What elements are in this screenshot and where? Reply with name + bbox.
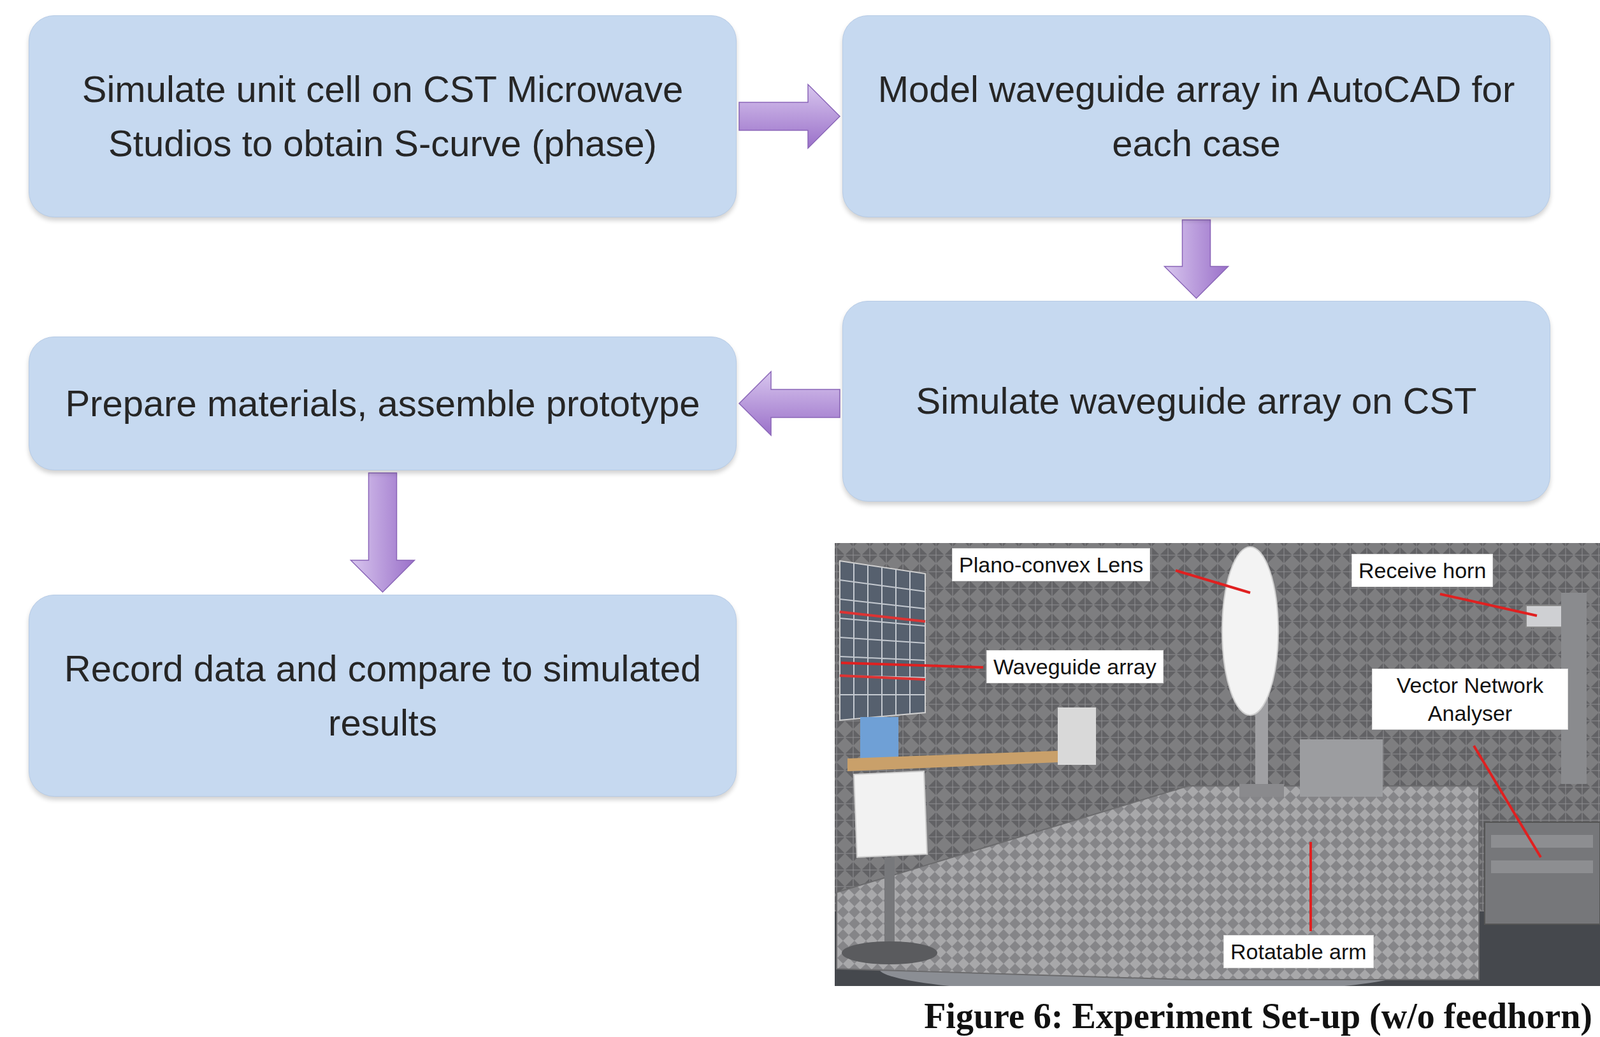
leader-line: [841, 662, 984, 668]
leader-line: [1175, 570, 1251, 593]
receive-horn: [1526, 605, 1565, 628]
waveguide-array: [839, 560, 926, 721]
photo-label: Vector Network Analyser: [1371, 668, 1569, 730]
process-box: Simulate unit cell on CST Microwave Stud…: [28, 15, 737, 218]
leader-line: [1473, 745, 1541, 858]
lens-stand-foot: [1239, 783, 1284, 797]
block-arrow: [1164, 219, 1229, 299]
leader-line: [1309, 841, 1312, 931]
foam-block: [1057, 707, 1096, 765]
process-box: Record data and compare to simulated res…: [28, 594, 737, 797]
chamber-wall: [834, 542, 1600, 986]
photo-label: Receive horn: [1351, 553, 1493, 587]
rail-block: [1299, 739, 1383, 797]
pedestal-base: [841, 941, 938, 965]
box-text: Prepare materials, assemble prototype: [64, 376, 700, 431]
photo-label: Plano-convex Lens: [951, 547, 1151, 582]
analyser-panel: [1491, 860, 1593, 873]
photo-content: [834, 542, 1600, 986]
white-pedestal: [853, 771, 928, 858]
block-arrow: [739, 371, 840, 436]
foam-support: [860, 716, 899, 762]
network-analyser: [1484, 821, 1600, 924]
pedestal-pole: [884, 857, 895, 953]
process-box: Prepare materials, assemble prototype: [28, 336, 737, 471]
array-strap: [839, 611, 926, 680]
wooden-plate: [847, 750, 1058, 772]
analyser-panel: [1491, 834, 1593, 848]
waveguide-grid: [839, 562, 926, 719]
block-arrow: [739, 84, 840, 149]
process-box: Simulate waveguide array on CST: [842, 300, 1551, 502]
photo-label: Waveguide array: [986, 649, 1164, 684]
figure-caption: Figure 6: Experiment Set-up (w/o feedhor…: [923, 995, 1593, 1037]
box-text: Model waveguide array in AutoCAD for eac…: [862, 62, 1531, 170]
photo-label: Rotatable arm: [1223, 934, 1374, 968]
process-box: Model waveguide array in AutoCAD for eac…: [842, 15, 1551, 218]
box-text: Simulate unit cell on CST Microwave Stud…: [48, 62, 717, 170]
box-text: Simulate waveguide array on CST: [915, 374, 1477, 428]
block-arrow: [351, 472, 415, 592]
rotatable-arm: [836, 785, 1479, 980]
leader-line: [1440, 593, 1537, 616]
box-text: Record data and compare to simulated res…: [48, 641, 717, 749]
plano-convex-lens: [1222, 546, 1279, 715]
